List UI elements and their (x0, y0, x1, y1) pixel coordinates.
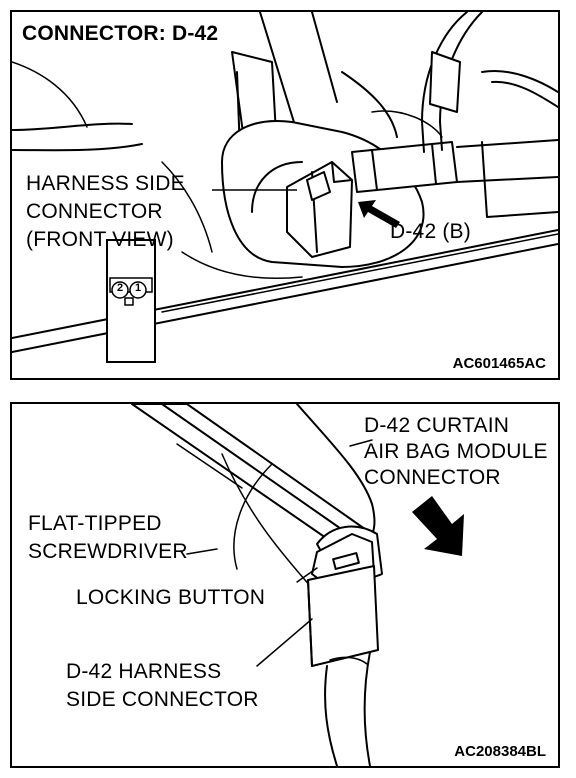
connector-location-illustration (12, 12, 558, 363)
pin-number-1: 1 (134, 282, 142, 294)
harness-connector-label-line-1: D-42 HARNESS (66, 660, 222, 683)
figure-code-top: AC601465AC (452, 355, 546, 372)
connector-removal-illustration (131, 404, 464, 766)
screwdriver-label-line-2: SCREWDRIVER (28, 540, 188, 563)
connector-title: CONNECTOR: D-42 (22, 22, 219, 45)
connector-callout-label: D-42 (B) (390, 220, 471, 243)
screwdriver-label-line-1: FLAT-TIPPED (28, 512, 162, 535)
harness-connector-label-line-2: SIDE CONNECTOR (66, 688, 259, 711)
harness-side-label-line-3: (FRONT VIEW) (26, 228, 174, 251)
front-view-connector-diagram (106, 239, 156, 363)
bottom-panel: D-42 CURTAIN AIR BAG MODULE CONNECTOR FL… (10, 402, 560, 768)
harness-side-label-line-1: HARNESS SIDE (26, 172, 185, 195)
module-label-line-1: D-42 CURTAIN (364, 414, 510, 437)
harness-side-label-line-2: CONNECTOR (26, 200, 163, 223)
locking-button-label: LOCKING BUTTON (76, 586, 266, 609)
module-label-line-3: CONNECTOR (364, 466, 501, 489)
top-panel: CONNECTOR: D-42 HARNESS SIDE CONNECTOR (… (10, 10, 560, 380)
module-label-line-2: AIR BAG MODULE (364, 440, 548, 463)
pin-number-2: 2 (116, 282, 124, 294)
figure-code-bottom: AC208384BL (454, 743, 546, 760)
